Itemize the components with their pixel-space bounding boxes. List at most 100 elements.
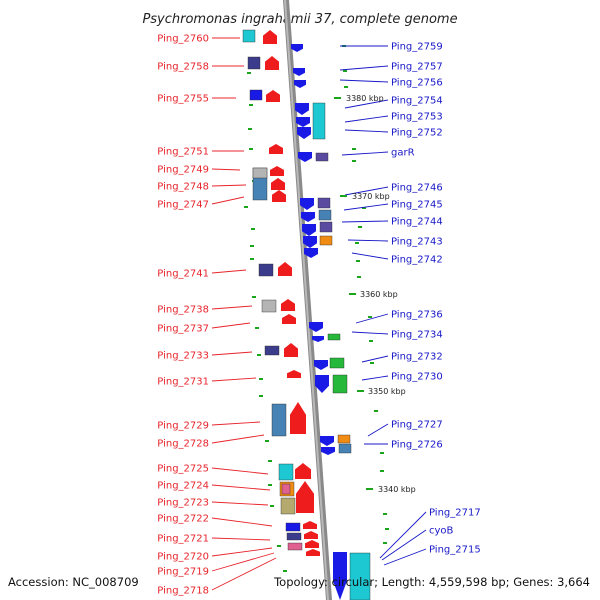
gene-arrow-forward xyxy=(284,343,298,357)
leader-line xyxy=(211,377,257,382)
gene-arrow-reverse xyxy=(333,552,347,600)
gene-arrow-forward xyxy=(272,190,286,202)
gene-arrow-forward xyxy=(269,144,283,154)
gene-label-left: Ping_2725 xyxy=(157,464,209,475)
leader-line xyxy=(367,423,389,437)
gene-block xyxy=(319,221,333,233)
leader-line xyxy=(383,548,427,566)
gene-label-left: Ping_2755 xyxy=(157,94,209,105)
gene-block xyxy=(317,197,331,209)
gene-label-left: Ping_2758 xyxy=(157,62,209,73)
gene-block xyxy=(261,299,277,313)
gene-label-left: Ping_2733 xyxy=(157,351,209,362)
tick-mark xyxy=(283,570,287,572)
tick-mark xyxy=(370,362,374,364)
gene-arrow-reverse xyxy=(315,375,329,393)
gene-arrow-forward xyxy=(287,370,301,378)
gene-arrow-forward xyxy=(278,262,292,276)
accession-text: Accession: NC_008709 xyxy=(8,575,139,589)
gene-arrow-forward xyxy=(305,540,319,548)
gene-labels: Ping_2760Ping_2758Ping_2755Ping_2751Ping… xyxy=(157,34,480,597)
leader-line xyxy=(211,168,241,171)
tick-mark xyxy=(362,207,366,209)
tick-mark xyxy=(385,528,389,530)
tick-mark xyxy=(352,148,356,150)
gene-arrow-forward xyxy=(306,549,320,556)
gene-label-right: Ping_2759 xyxy=(391,42,443,53)
gene-label-left: Ping_2728 xyxy=(157,439,209,450)
tick-mark xyxy=(356,260,360,262)
gene-block xyxy=(315,152,329,162)
gene-block xyxy=(252,167,268,179)
gene-label-left: Ping_2751 xyxy=(157,147,209,158)
gene-features xyxy=(242,29,371,600)
gene-label-right: Ping_2734 xyxy=(391,330,443,341)
gene-label-left: Ping_2729 xyxy=(157,421,209,432)
leader-line xyxy=(211,547,273,557)
leader-line xyxy=(355,313,389,324)
leader-line xyxy=(339,79,389,83)
tick-mark xyxy=(251,228,255,230)
gene-block xyxy=(329,357,345,369)
gene-label-right: Ping_2736 xyxy=(391,310,443,321)
gene-arrow-reverse xyxy=(302,224,316,236)
gene-block xyxy=(271,403,287,437)
tick-mark xyxy=(343,70,347,72)
leader-line xyxy=(211,501,269,506)
gene-label-right: Ping_2757 xyxy=(391,62,443,73)
gene-arrow-forward xyxy=(270,166,284,176)
gene-label-left: Ping_2719 xyxy=(157,567,209,578)
gene-block xyxy=(327,333,341,341)
gene-label-left: Ping_2720 xyxy=(157,552,209,563)
gene-arrow-reverse xyxy=(304,248,318,258)
tick-mark xyxy=(248,128,252,130)
gene-arrow-reverse xyxy=(314,360,328,370)
gene-arrow-reverse xyxy=(294,80,306,88)
kbp-mark-3340: 3340 kbp xyxy=(378,485,416,494)
gene-block xyxy=(319,235,333,246)
gene-label-right: Ping_2745 xyxy=(391,200,443,211)
gene-label-right: Ping_2742 xyxy=(391,255,443,266)
leader-line xyxy=(211,552,275,572)
gene-arrow-reverse xyxy=(291,44,303,52)
leader-line xyxy=(211,537,271,541)
gene-label-right: Ping_2744 xyxy=(391,217,443,228)
map-title: Psychromonas ingrahamii 37, complete gen… xyxy=(142,12,457,27)
tick-marks xyxy=(244,37,389,572)
tick-mark xyxy=(369,340,373,342)
tick-mark xyxy=(358,226,362,228)
leader-line xyxy=(379,511,427,559)
leader-line xyxy=(211,467,269,475)
gene-arrow-forward xyxy=(304,531,318,539)
leader-line xyxy=(211,322,251,329)
tick-mark xyxy=(250,258,254,260)
tick-mark xyxy=(252,296,256,298)
leader-line xyxy=(347,239,389,242)
leader-line xyxy=(343,203,389,211)
gene-label-right: Ping_2730 xyxy=(391,372,443,383)
gene-block xyxy=(258,263,274,277)
gene-label-right: garR xyxy=(391,148,415,159)
leader-line xyxy=(211,196,245,205)
gene-block xyxy=(281,483,291,495)
gene-block xyxy=(249,89,263,101)
gene-arrow-reverse xyxy=(300,198,314,210)
gene-arrow-forward xyxy=(265,56,279,70)
gene-arrow-reverse xyxy=(303,236,317,248)
gene-label-left: Ping_2724 xyxy=(157,481,209,492)
leader-line xyxy=(211,351,253,356)
gene-label-right: Ping_2743 xyxy=(391,237,443,248)
tick-mark xyxy=(374,410,378,412)
gene-label-right: Ping_2753 xyxy=(391,112,443,123)
gene-block xyxy=(286,532,302,541)
leader-line xyxy=(341,151,389,156)
gene-label-left: Ping_2738 xyxy=(157,305,209,316)
tick-mark xyxy=(355,242,359,244)
gene-block xyxy=(287,542,303,551)
leader-line xyxy=(344,99,389,109)
tick-mark xyxy=(380,452,384,454)
tick-mark xyxy=(383,542,387,544)
tick-mark xyxy=(270,505,274,507)
label-leaders xyxy=(211,37,427,591)
gene-arrow-forward xyxy=(290,402,306,434)
